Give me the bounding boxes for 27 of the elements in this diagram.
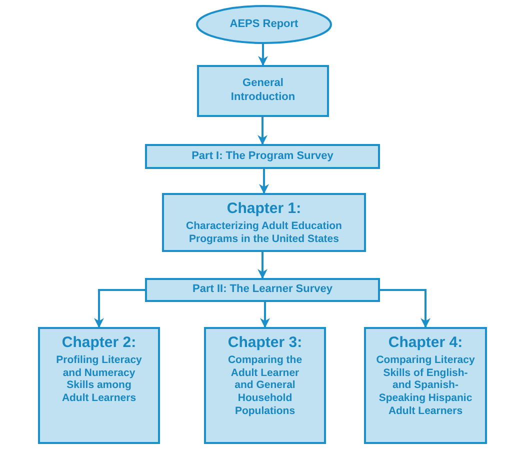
chapter-title: Comparing the Adult Learner and General Household Populations: [226, 354, 304, 418]
section-bar: [145, 278, 380, 302]
chapter-heading: Chapter 1:: [226, 200, 302, 218]
box-label: Part I: The Program Survey: [192, 150, 334, 164]
chapter-box: [364, 327, 487, 444]
chapter-title: Profiling Literacy and Numeracy Skills among Adult Learners: [55, 354, 143, 405]
box-label: Part II: The Learner Survey: [192, 283, 332, 297]
chapter-box: [204, 327, 326, 444]
arrow: [94, 289, 145, 328]
chapter-heading: Chapter 4:: [388, 334, 463, 352]
arrow: [259, 169, 269, 194]
chapter-title: Characterizing Adult Education Programs in the United States: [185, 220, 343, 246]
box-label: AEPS Report: [230, 18, 298, 32]
start-ellipse: [196, 5, 332, 44]
chapter-box: [38, 327, 160, 444]
arrow: [258, 252, 268, 279]
process-box: [197, 65, 329, 117]
section-bar: [145, 144, 380, 169]
box-label: General Introduction: [230, 77, 296, 105]
arrow: [380, 289, 430, 328]
arrow: [258, 44, 268, 66]
chapter-title: Comparing Literacy Skills of English- and Spanish-Speaking Hispanic Adult Learners: [376, 354, 476, 418]
arrow: [260, 302, 270, 328]
arrow: [258, 117, 268, 145]
chapter-heading: Chapter 3:: [228, 334, 302, 352]
chapter-box: [162, 193, 366, 252]
chapter-heading: Chapter 2:: [62, 334, 136, 352]
